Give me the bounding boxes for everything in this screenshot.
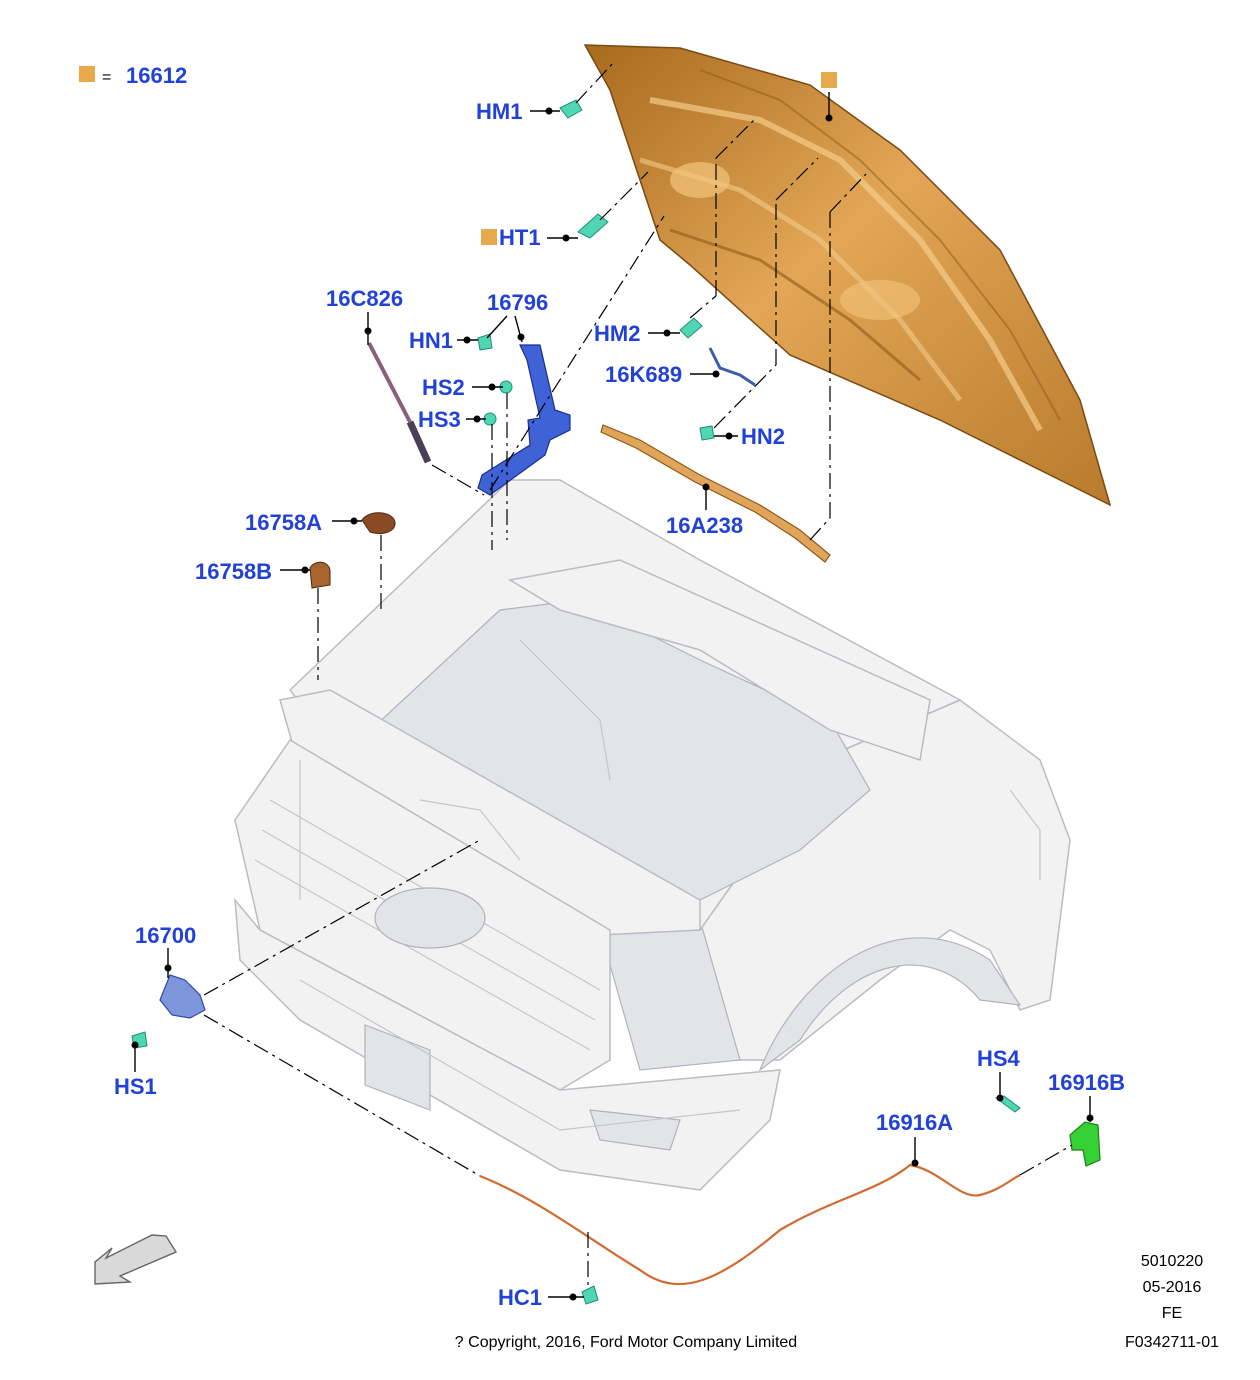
legend-equals: = xyxy=(102,69,111,86)
fastener-hc1 xyxy=(581,1285,599,1305)
legend-code: 16612 xyxy=(126,63,187,88)
label-hs3: HS3 xyxy=(418,407,461,432)
fasteners xyxy=(131,99,1021,1305)
label-16916b: 16916B xyxy=(1048,1070,1125,1095)
ht1-swatch-marker xyxy=(481,229,497,245)
fastener-hn2 xyxy=(699,425,715,441)
fastener-hm1 xyxy=(559,99,583,119)
prop-rod-16k689 xyxy=(708,347,756,387)
fastener-hm2 xyxy=(679,317,703,339)
label-16700: 16700 xyxy=(135,923,196,948)
label-hs4: HS4 xyxy=(977,1046,1021,1071)
leader-lines xyxy=(131,92,1094,1301)
info-line-3: FE xyxy=(1162,1305,1182,1322)
label-hs1: HS1 xyxy=(114,1074,157,1099)
label-hn2: HN2 xyxy=(741,424,785,449)
front-direction-arrow-icon xyxy=(94,1234,178,1285)
hood-strut-16c826 xyxy=(367,342,432,464)
label-16916a: 16916A xyxy=(876,1110,953,1135)
info-line-1: 5010220 xyxy=(1141,1253,1203,1270)
label-hm2: HM2 xyxy=(594,321,640,346)
copyright: ? Copyright, 2016, Ford Motor Company Li… xyxy=(455,1334,797,1351)
hood-latch-16700 xyxy=(159,974,206,1019)
bumper-stop-16758b xyxy=(309,561,331,589)
hood-hinge-16796 xyxy=(477,344,571,496)
weatherstrip-16a238 xyxy=(600,424,831,563)
label-16796: 16796 xyxy=(487,290,548,315)
part-labels: HM1 HT1 16C826 16796 HN1 HS2 HS3 HM2 16K… xyxy=(114,99,1125,1310)
bumper-stop-16758a xyxy=(361,512,396,535)
info-line-2: 05-2016 xyxy=(1143,1279,1202,1296)
assembly-lines xyxy=(203,61,1073,1286)
label-hc1: HC1 xyxy=(498,1285,542,1310)
hood-panel xyxy=(583,44,1112,507)
legend: = 16612 xyxy=(79,63,187,88)
label-hm1: HM1 xyxy=(476,99,522,124)
label-16k689: 16K689 xyxy=(605,362,682,387)
fastener-hn1 xyxy=(477,333,493,351)
label-16c826: 16C826 xyxy=(326,286,403,311)
release-cable xyxy=(479,1163,1021,1286)
hood-swatch-marker xyxy=(821,72,837,88)
fastener-ht1 xyxy=(577,213,609,239)
truck-front-end xyxy=(234,479,1071,1191)
label-16a238: 16A238 xyxy=(666,513,743,538)
label-hn1: HN1 xyxy=(409,328,453,353)
label-16758b: 16758B xyxy=(195,559,272,584)
label-16758a: 16758A xyxy=(245,510,322,535)
info-line-4: F0342711-01 xyxy=(1125,1334,1219,1351)
label-ht1: HT1 xyxy=(499,225,541,250)
release-handle-16916b xyxy=(1069,1121,1101,1167)
label-hs2: HS2 xyxy=(422,375,465,400)
legend-swatch xyxy=(79,66,95,82)
info-block: 5010220 05-2016 FE F0342711-01 xyxy=(1125,1253,1219,1351)
